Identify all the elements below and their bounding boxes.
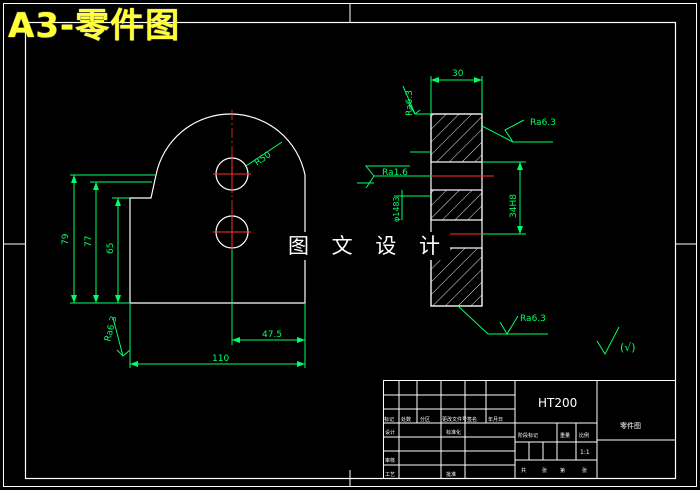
part-outline [129, 113, 306, 304]
row-label-review: 审核 [385, 457, 395, 464]
roughness-label-general: (√) [620, 341, 636, 354]
dim-hole-phi: φ1483 [392, 196, 401, 222]
scale-label: 1:1 [580, 449, 590, 456]
part-name-label: 零件图 [620, 421, 641, 430]
hatched-top [430, 113, 483, 163]
sheet-label-1: 张 [542, 467, 547, 474]
roughness-label-bottom-right: Ra6.3 [520, 314, 546, 324]
roughness-symbol-top-right [481, 119, 553, 143]
section-view: 30 Ra6.3 Ra6.3 Ra1.6 φ1483 34H8 Ra6.3 (√… [357, 69, 636, 356]
dim-79: 79 [61, 233, 71, 245]
stage-label: 阶段标记 [518, 432, 538, 439]
dim-r50: R50 [253, 150, 273, 169]
sheet-label-3: 张 [582, 467, 587, 474]
drawing-title: A3-零件图 [8, 6, 181, 46]
dim-47-5: 47.5 [262, 330, 282, 340]
header-cell-3: 更改文件号 [442, 416, 467, 423]
sheet-label-2: 第 [560, 467, 565, 474]
header-cell-4: 签名 [467, 416, 477, 423]
roughness-label-part-left: Ra6.3 [103, 315, 119, 343]
dim-110: 110 [212, 354, 229, 364]
header-cell-2: 分区 [420, 416, 430, 423]
dim-34: 34H8 [509, 194, 519, 218]
roughness-label-top-left: Ra6.3 [405, 90, 415, 116]
roughness-symbol-bottom-right [457, 305, 548, 335]
header-cell-1: 处数 [401, 416, 411, 423]
watermark-text: 图 文 设 计 [286, 232, 451, 260]
material-label: HT200 [538, 396, 577, 410]
header-cell-5: 年月日 [488, 416, 503, 423]
hatched-middle [430, 189, 483, 221]
dim-65: 65 [106, 243, 116, 254]
dim-30: 30 [452, 69, 464, 79]
header-cell-0: 标记 [384, 416, 394, 423]
weight-label: 重量 [560, 432, 570, 439]
row-label-process: 工艺 [385, 472, 395, 478]
row-label-design: 设计 [385, 429, 395, 436]
dim-77: 77 [84, 236, 94, 247]
roughness-symbol-hole [364, 165, 431, 189]
front-view: R50 79 77 65 47.5 110 Ra6.3 [61, 110, 306, 368]
r50-leader [245, 141, 283, 167]
section-outline [430, 113, 483, 307]
title-block [383, 380, 676, 479]
roughness-label-top-right: Ra6.3 [530, 118, 556, 128]
std-label: 标准化 [446, 429, 461, 436]
sheet-label-0: 共 [521, 467, 526, 474]
roughness-label-hole: Ra1.6 [382, 168, 408, 178]
roughness-symbol-general [596, 326, 620, 356]
ratio-label: 比例 [579, 432, 589, 439]
centering-marks [3, 3, 697, 487]
approve-label: 批准 [446, 471, 456, 478]
